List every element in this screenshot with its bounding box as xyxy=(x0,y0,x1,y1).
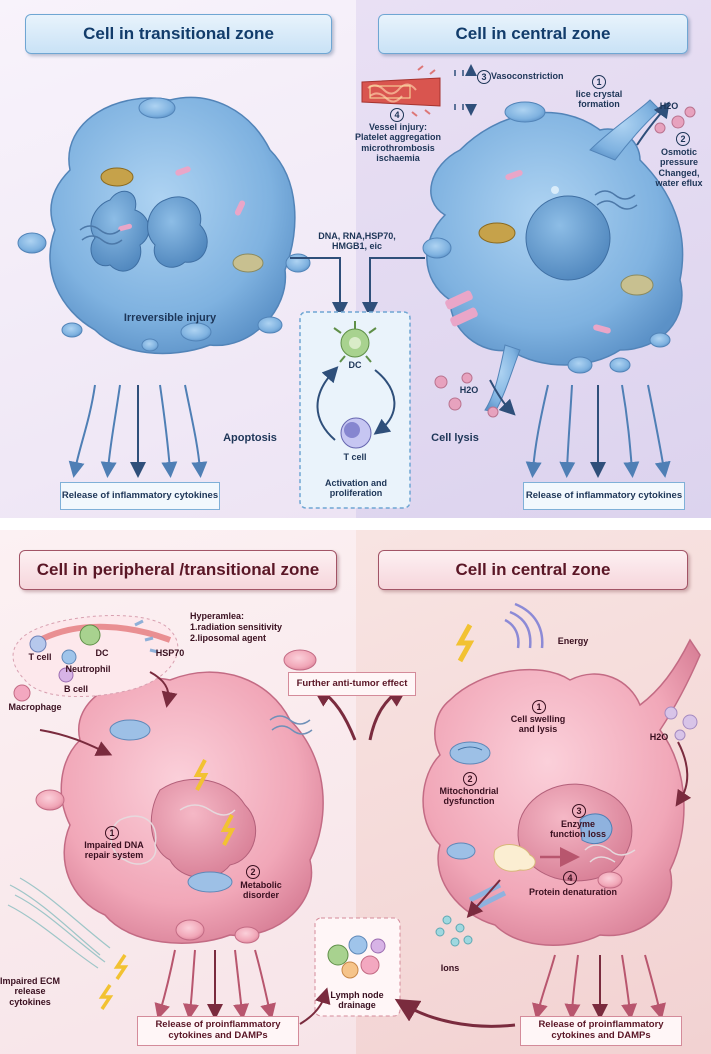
h2o-label-top: H2O xyxy=(659,101,679,111)
energy-waves xyxy=(504,602,544,649)
vessel-injury-number: 4 xyxy=(390,108,404,122)
dna-repair-label: Impaired DNA repair system xyxy=(84,840,144,861)
lightning-energy xyxy=(455,623,475,663)
central-tumor-cell xyxy=(422,638,701,946)
cell-lysis-label: Cell lysis xyxy=(431,432,479,444)
cycle-arrow-down xyxy=(373,369,396,435)
damp-arrow-right xyxy=(362,257,425,318)
activation-box xyxy=(299,311,411,509)
ice-crystal-label: Iice crystal formation xyxy=(575,89,623,110)
lysed-cell xyxy=(422,99,684,416)
macrophage-label: Macrophage xyxy=(8,702,62,712)
energy-label: Energy xyxy=(557,636,589,646)
dna-repair-number: 1 xyxy=(105,826,119,840)
release-cytokines-right: Release of inflammatory cytokines xyxy=(523,482,685,510)
enzyme-label: Enzyme function loss xyxy=(550,819,606,840)
anti-tumor-arrow-left xyxy=(310,683,357,741)
release-damps-right: Release of proinflammatory cytokines and… xyxy=(520,1016,682,1046)
dc-label-bottom: DC xyxy=(95,648,109,658)
t-cell-icon xyxy=(340,417,372,449)
vasoconstriction-label: Vasoconstriction xyxy=(491,71,564,81)
anti-tumor-arrow-right xyxy=(368,683,410,741)
water-droplets-top xyxy=(434,106,696,418)
damp-arrows-left xyxy=(154,949,276,1020)
dc-cell-icon xyxy=(333,321,377,363)
t-cell-label-bottom: T cell xyxy=(28,652,52,662)
dc-label-top: DC xyxy=(348,360,362,370)
activation-label: Activation and proliferation xyxy=(324,478,387,499)
lymph-node-label: Lymph node drainage xyxy=(330,990,384,1011)
mito-number: 2 xyxy=(463,772,477,786)
lightning-small-1 xyxy=(113,954,129,980)
bottom-right-title: Cell in central zone xyxy=(378,550,688,590)
b-cell-label: B cell xyxy=(63,684,88,694)
vasoconstriction-number: 3 xyxy=(477,70,491,84)
cytokine-arrows-right xyxy=(525,384,671,478)
protein-label: Protein denaturation xyxy=(528,887,617,897)
lymph-arrow-from-right xyxy=(394,998,516,1028)
lightning-small-2 xyxy=(98,984,114,1010)
swelling-label: Cell swelling and lysis xyxy=(510,714,566,735)
hyperamlea-item-2: 2.liposomal agent xyxy=(190,633,267,643)
top-left-title: Cell in transitional zone xyxy=(25,14,332,54)
damp-arrows-right xyxy=(532,954,666,1020)
h2o-label-lower: H2O xyxy=(459,385,479,395)
vessel-icon xyxy=(361,66,471,116)
t-cell-label-top: T cell xyxy=(343,452,367,462)
bottom-left-title: Cell in peripheral /transitional zone xyxy=(19,550,337,590)
enzyme-number: 3 xyxy=(572,804,586,818)
metabolic-label: Metabolic disorder xyxy=(240,880,282,901)
cytokine-arrows-left xyxy=(68,384,208,478)
water-droplets-bottom xyxy=(664,706,698,741)
macrophage-arrow xyxy=(39,729,113,756)
hsp70-label: HSP70 xyxy=(155,648,185,658)
neutrophil-label: Neutrophil xyxy=(65,664,111,674)
hyperamlea-label: Hyperamlea: xyxy=(190,611,245,621)
top-right-title: Cell in central zone xyxy=(378,14,688,54)
section-divider xyxy=(0,518,711,530)
lymph-arrow-in xyxy=(299,987,331,1025)
release-cytokines-left: Release of inflammatory cytokines xyxy=(60,482,220,510)
damp-text: DNA, RNA,HSP70, HMGB1, eic xyxy=(318,231,396,252)
swelling-number: 1 xyxy=(532,700,546,714)
lymph-node-icon xyxy=(314,917,401,1017)
release-damps-left: Release of proinflammatory cytokines and… xyxy=(137,1016,299,1046)
mito-label: Mitochondrial dysfunction xyxy=(439,786,499,807)
damp-arrow-left xyxy=(290,257,348,318)
osmotic-label: Osmotic pressure Changed, water eflux xyxy=(655,147,703,189)
further-anti-tumor-box: Further anti-tumor effect xyxy=(288,672,416,696)
immune-cluster xyxy=(12,615,179,702)
cycle-arrow-up xyxy=(316,366,339,441)
ions-label: Ions xyxy=(440,963,460,973)
ecm-label: Impaired ECM release cytokines xyxy=(0,976,61,1007)
immune-arrow xyxy=(149,671,178,708)
metabolic-number: 2 xyxy=(246,865,260,879)
ecm-fibres xyxy=(7,877,111,969)
vessel-injury-label: Vessel injury: Platelet aggregation micr… xyxy=(354,122,442,164)
apoptosis-label: Apoptosis xyxy=(223,432,277,444)
protein-number: 4 xyxy=(563,871,577,885)
h2o-label-bottom: H2O xyxy=(649,732,669,742)
osmotic-number: 2 xyxy=(676,132,690,146)
ions-cluster xyxy=(435,915,473,947)
ice-crystal-number: 1 xyxy=(592,75,606,89)
irreversible-injury-label: Irreversible injury xyxy=(123,312,217,324)
hyperamlea-item-1: 1.radiation sensitivity xyxy=(190,622,283,632)
